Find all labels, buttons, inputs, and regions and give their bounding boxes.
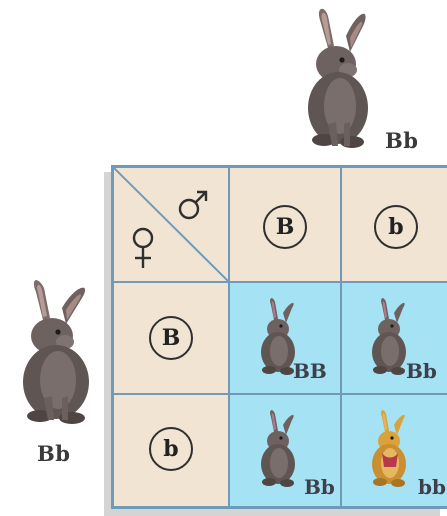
female-parent-rabbit-icon	[12, 278, 102, 426]
egg-allele-cell-2: b	[114, 395, 228, 506]
sperm-allele-1: B	[263, 205, 307, 249]
female-symbol-icon	[128, 226, 158, 270]
yellow-rabbit-icon	[368, 409, 412, 487]
offspring-genotype-label: Bb	[406, 359, 437, 383]
male-symbol-icon	[176, 188, 210, 222]
offspring-genotype-label: Bb	[304, 475, 335, 499]
egg-allele-1: B	[149, 316, 193, 360]
offspring-cell-Bb-1: Bb	[342, 283, 447, 393]
offspring-cell-Bb-2: Bb	[230, 395, 340, 506]
male-parent-rabbit-icon	[298, 6, 378, 151]
male-parent-genotype: Bb	[385, 128, 418, 153]
female-parent-genotype: Bb	[37, 441, 70, 466]
offspring-cell-bb: bb	[342, 395, 447, 506]
offspring-cell-BB: BB	[230, 283, 340, 393]
egg-allele-2: b	[149, 427, 193, 471]
rabbit-body	[23, 280, 89, 424]
offspring-genotype-label: BB	[293, 359, 327, 383]
punnett-square: B b B b BB	[111, 165, 447, 509]
offspring-genotype-label: bb	[418, 475, 446, 499]
sperm-allele-cell-2: b	[342, 168, 447, 281]
egg-allele-cell-1: B	[114, 283, 228, 393]
punnett-corner-cell	[114, 168, 228, 281]
sperm-allele-cell-1: B	[230, 168, 340, 281]
sperm-allele-2: b	[374, 205, 418, 249]
brown-rabbit-icon	[257, 409, 301, 487]
rabbit-body	[308, 9, 368, 148]
